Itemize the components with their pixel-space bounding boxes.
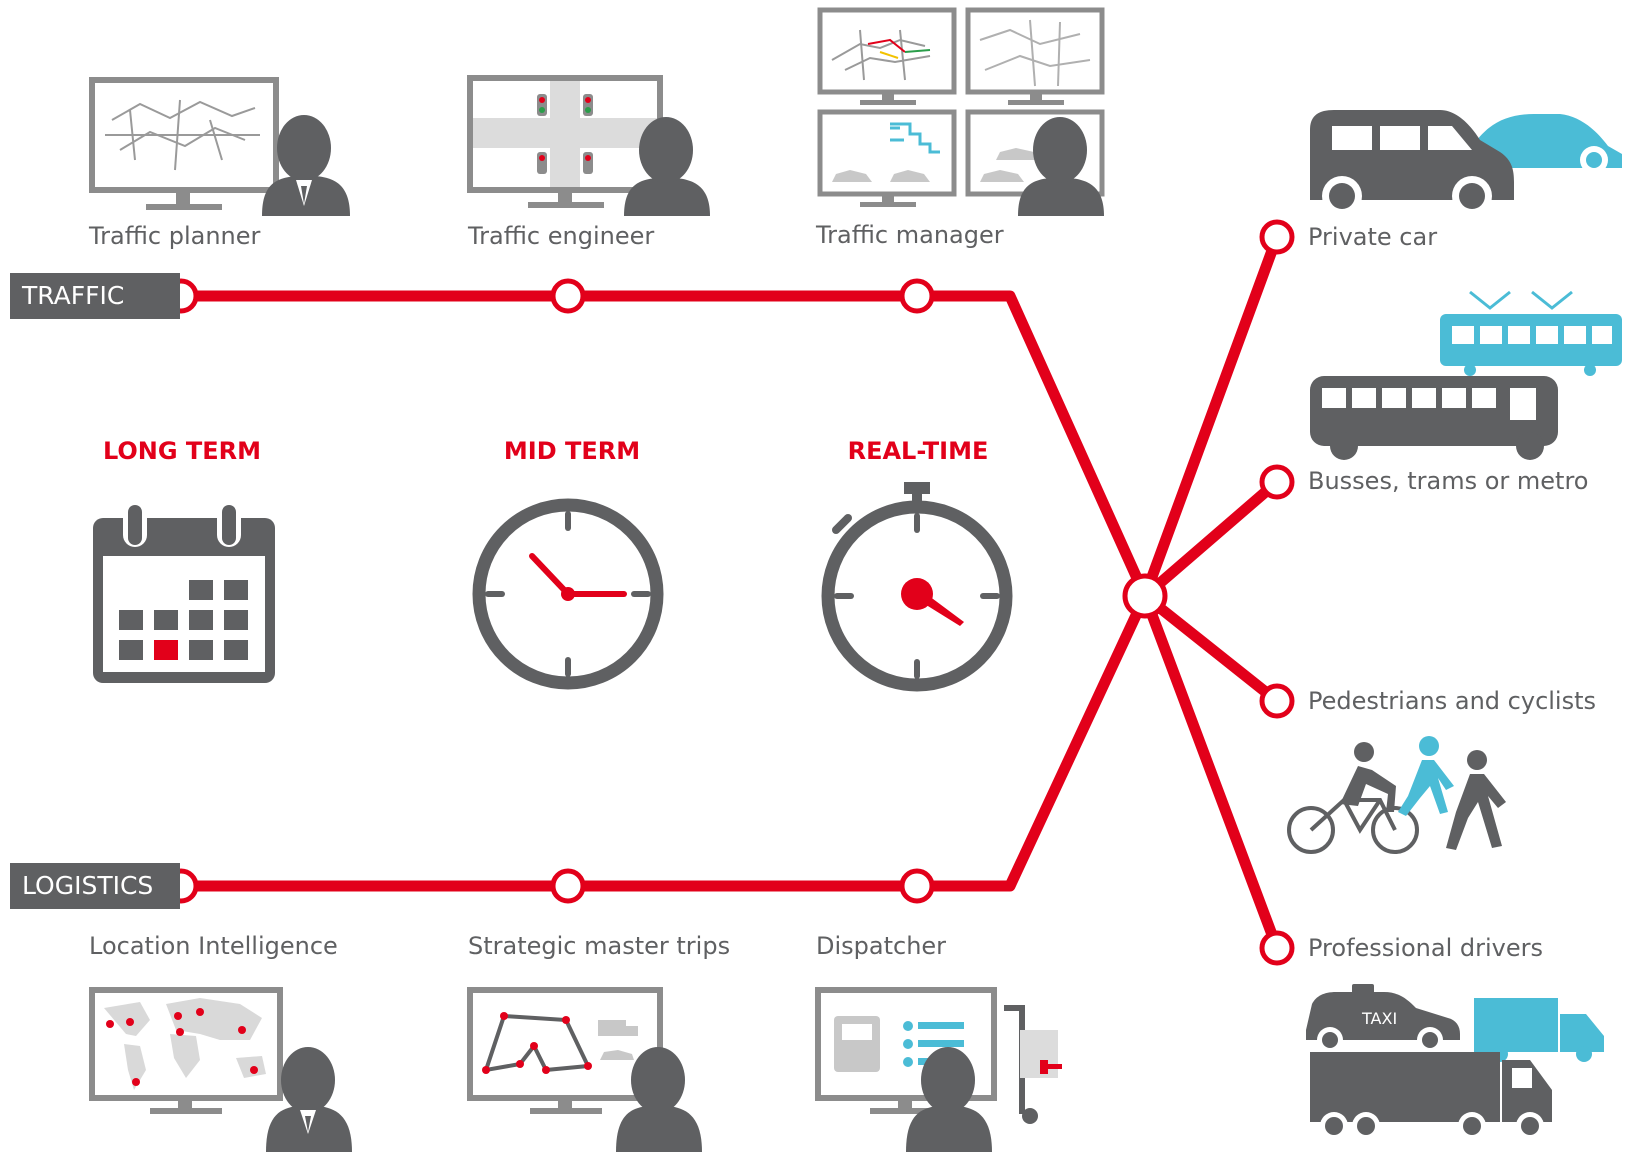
node-professional [1259, 930, 1295, 966]
label-real-time: REAL-TIME [847, 437, 989, 465]
branch-pedestrians [1139, 590, 1283, 707]
branch-professional [1139, 590, 1283, 954]
traffic-line-tag: TRAFFIC [10, 273, 180, 319]
traffic-line [175, 290, 1151, 602]
dispatcher-icon [815, 987, 1062, 1152]
taxi-sign-label: TAXI [1361, 1009, 1397, 1028]
node-hub [1122, 573, 1168, 619]
branch-public-transport [1139, 476, 1283, 602]
node-dispatcher [899, 868, 935, 904]
label-traffic-planner: Traffic planner [89, 222, 261, 250]
label-location-intelligence: Location Intelligence [89, 932, 338, 960]
network-lines [175, 231, 1283, 954]
traffic-planner-icon [89, 77, 350, 216]
label-mid-term: MID TERM [503, 437, 641, 465]
label-pedestrians-cyclists: Pedestrians and cyclists [1308, 687, 1597, 715]
traffic-engineer-icon [467, 75, 710, 216]
station-nodes [163, 219, 1295, 966]
label-public-transport: Busses, trams or metro [1308, 467, 1589, 495]
label-private-car: Private car [1308, 223, 1438, 251]
bus-tram-icon [1310, 290, 1622, 460]
node-private-car [1259, 219, 1295, 255]
label-strategic-master-trips: Strategic master trips [468, 932, 731, 960]
node-master-trips [550, 868, 586, 904]
stopwatch-icon [821, 482, 1013, 692]
cyclist-pedestrian-icon [1287, 736, 1506, 854]
node-public-transport [1259, 464, 1295, 500]
label-traffic-engineer: Traffic engineer [468, 222, 655, 250]
taxi-truck-icon: TAXI [1306, 984, 1604, 1140]
label-long-term: LONG TERM [102, 437, 262, 465]
node-pedestrians [1259, 683, 1295, 719]
strategic-master-trips-icon [467, 987, 702, 1152]
logistics-line [175, 590, 1151, 892]
label-professional-drivers: Professional drivers [1308, 934, 1543, 962]
clock-icon [472, 498, 664, 690]
branch-private-car [1139, 231, 1283, 602]
calendar-icon [93, 505, 275, 683]
label-traffic-manager: Traffic manager [816, 221, 1004, 249]
traffic-manager-icon [817, 7, 1105, 216]
logistics-line-tag: LOGISTICS [10, 863, 180, 909]
car-icon [1310, 110, 1622, 216]
label-dispatcher: Dispatcher [816, 932, 947, 960]
node-traffic-engineer [550, 278, 586, 314]
location-intelligence-icon [89, 987, 352, 1152]
node-traffic-manager [899, 278, 935, 314]
